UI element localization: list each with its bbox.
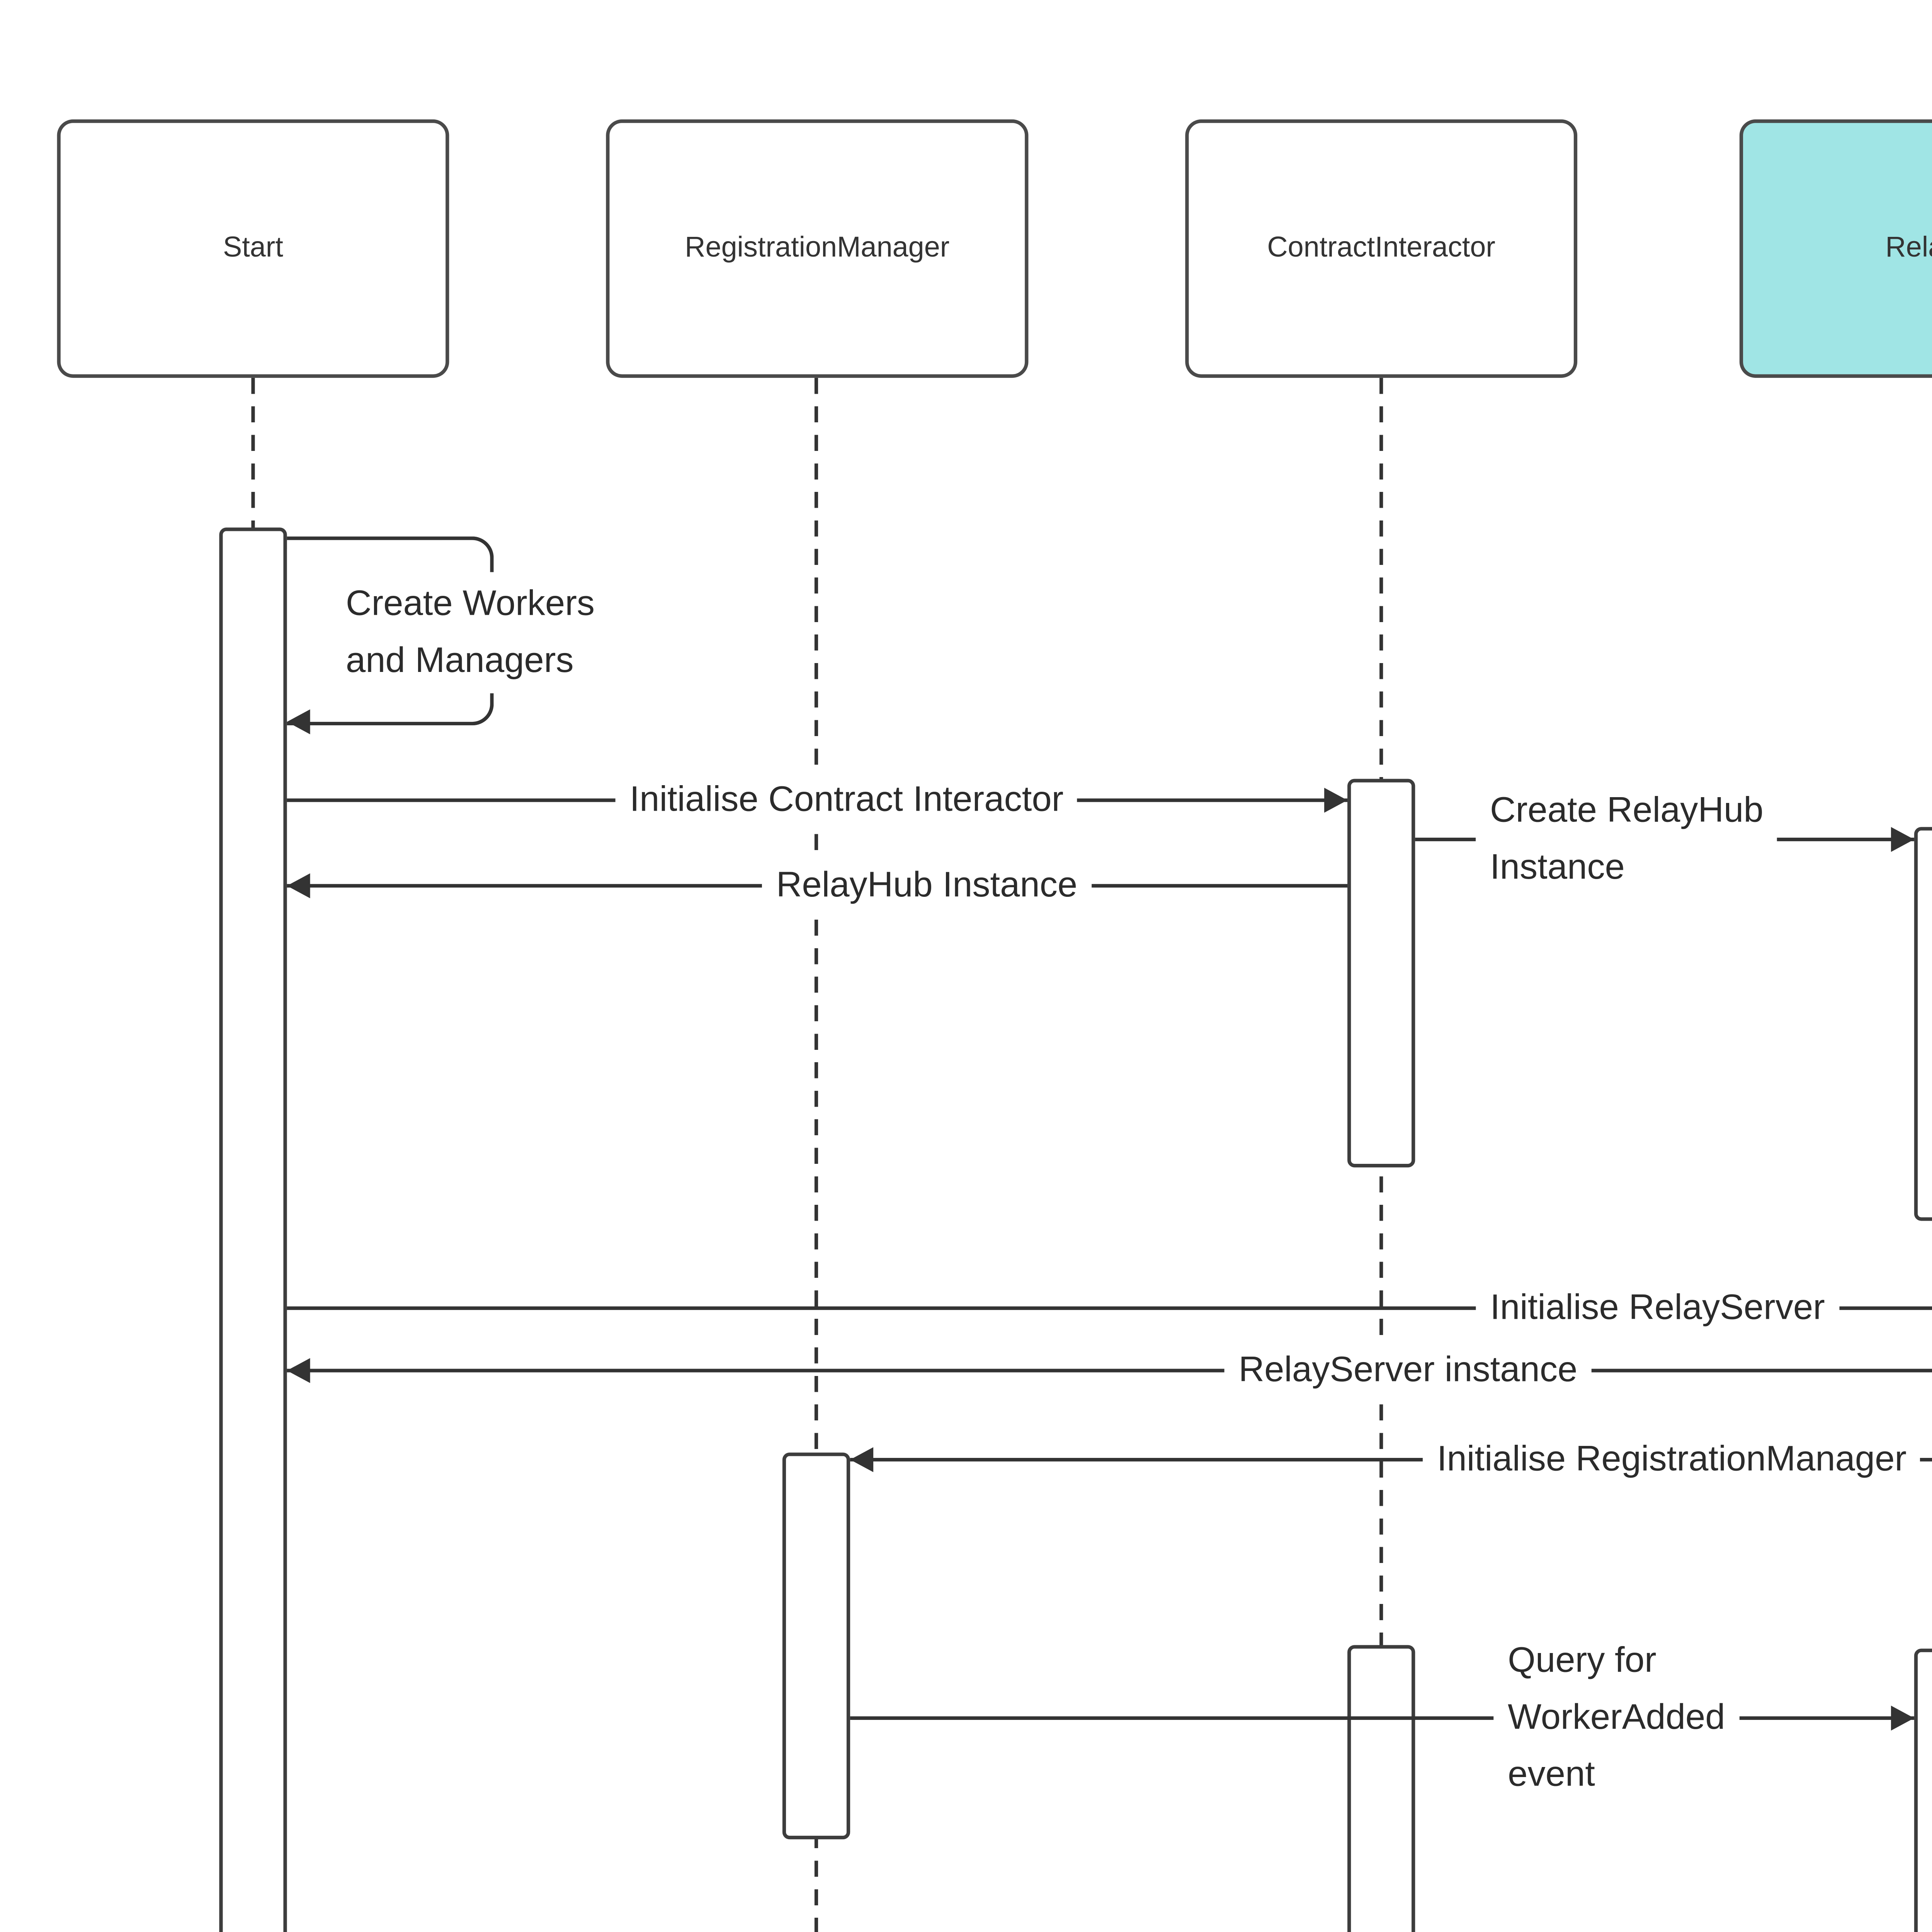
arrowhead-left-icon (287, 873, 310, 898)
actor-box-start: Start (57, 119, 449, 378)
activation-bar-start (219, 527, 287, 1932)
message-label-relayhub-instance: RelayHub Instance (762, 854, 1092, 918)
message-label-init-registration-manager: Initialise RegistrationManager (1423, 1427, 1921, 1492)
message-label-create-relayhub-instance: Create RelayHub Instance (1476, 779, 1778, 900)
arrowhead-right-icon (1891, 827, 1914, 852)
activation-bar-relayhub-1 (1914, 827, 1932, 1221)
actor-box-contractinteractor: ContractInteractor (1185, 119, 1578, 378)
actor-label-contractinteractor: ContractInteractor (1267, 232, 1496, 263)
actor-box-registrationmanager: RegistrationManager (606, 119, 1029, 378)
lifeline-registrationmanager (814, 378, 818, 1932)
arrowhead-right-icon (1891, 1706, 1914, 1731)
self-message-arrowhead-icon (287, 709, 310, 735)
message-line-relayserver-instance (287, 1369, 1932, 1372)
actor-box-relayhub: RelayHub (1739, 119, 1932, 378)
arrowhead-right-icon (1324, 787, 1348, 813)
activation-bar-contractinteractor-1 (1347, 779, 1415, 1168)
actor-label-registrationmanager: RegistrationManager (685, 232, 950, 263)
message-label-relayserver-instance: RelayServer instance (1224, 1338, 1592, 1403)
self-message-label: Create Workers and Managers (331, 572, 609, 694)
message-line-init-relayserver (287, 1306, 1932, 1310)
activation-bar-contractinteractor-2 (1347, 1645, 1415, 1932)
message-label-init-contract-interactor: Initialise Contract Interactor (615, 768, 1078, 833)
activation-bar-registrationmanager (782, 1452, 850, 1840)
message-line-init-registration-manager (850, 1458, 1932, 1462)
arrowhead-left-icon (287, 1358, 310, 1383)
message-label-query-workeradded: Query for WorkerAdded event (1493, 1629, 1740, 1808)
message-line-query-workeradded (850, 1716, 1914, 1720)
message-label-init-relayserver: Initialise RelayServer (1476, 1276, 1839, 1340)
arrowhead-left-icon (850, 1447, 874, 1472)
actor-label-relayhub: RelayHub (1885, 232, 1932, 263)
actor-label-start: Start (223, 232, 283, 263)
activation-bar-relayhub-2 (1914, 1648, 1932, 1932)
